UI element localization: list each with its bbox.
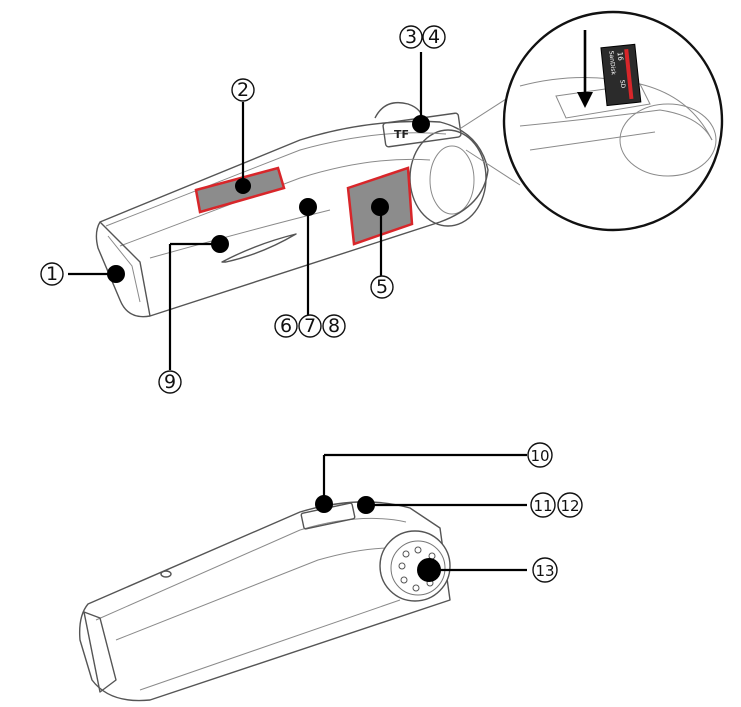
callout-2-text: 2 [237,79,249,101]
card-type: SD [618,79,626,88]
bottom-ridge-2 [115,547,391,641]
body-ridge-2 [119,158,431,247]
card-brand: SanDisk [607,50,617,75]
switch-label: TF [394,128,409,141]
point-3-4 [412,115,430,133]
callout-9: 9 [158,370,182,394]
point-1 [107,265,125,283]
body-ridge-1 [105,132,447,227]
callout-1-text: 1 [46,263,58,285]
card-slot-magnifier: SanDisk 16 SD [457,10,724,232]
camera-body-bottom-outline [78,501,451,702]
magnified-lens [619,103,717,177]
point-11-12 [357,496,375,514]
small-hole [160,570,172,578]
point-2 [235,178,251,194]
callout-6-text: 6 [280,315,292,337]
camera-top-view: TF [68,52,489,370]
callout-7-text: 7 [304,315,316,337]
callout-1: 1 [40,262,64,286]
callout-3-4: 3 4 [399,25,446,49]
front-end-inner [107,235,141,303]
insert-arrow-head [577,92,593,108]
callout-5-text: 5 [376,276,388,298]
callout-2: 2 [231,78,255,102]
callout-11-text: 11 [533,497,552,515]
camera-bottom-view [78,453,527,702]
callout-labels: 1 2 3 4 5 6 7 8 9 [40,25,583,583]
memory-card: SanDisk 16 SD [600,43,642,107]
callout-13-text: 13 [535,562,554,580]
point-5 [371,198,389,216]
point-6-7-8 [299,198,317,216]
point-10 [315,495,333,513]
callout-10-text: 10 [530,447,549,465]
bottom-ridge-3 [139,599,401,691]
callout-8-text: 8 [328,315,340,337]
card-capacity: 16 [616,52,625,62]
point-9 [211,235,229,253]
callout-12-text: 12 [560,497,579,515]
magnifier-circle [502,10,724,232]
body-ridge-3 [149,209,331,259]
magnifier-line-2 [465,149,521,186]
callout-3-text: 3 [405,26,417,48]
front-end-face [99,221,151,317]
rear-end-inner [429,145,475,215]
callout-5: 5 [370,275,394,299]
callout-4-text: 4 [428,26,440,48]
callout-10: 10 [527,442,553,468]
speaker-cap-ring [390,540,446,596]
magnified-body-3 [529,131,656,151]
callout-11-12: 11 12 [530,492,583,518]
magnified-body-2 [519,109,713,141]
callout-6-7-8: 6 7 8 [274,314,346,338]
speaker-holes [398,546,440,592]
point-13 [417,558,441,582]
front-opening [83,611,117,693]
side-slot [221,233,297,263]
rear-end-cap [409,129,487,227]
callout-13: 13 [532,557,558,583]
callout-9-text: 9 [164,371,176,393]
